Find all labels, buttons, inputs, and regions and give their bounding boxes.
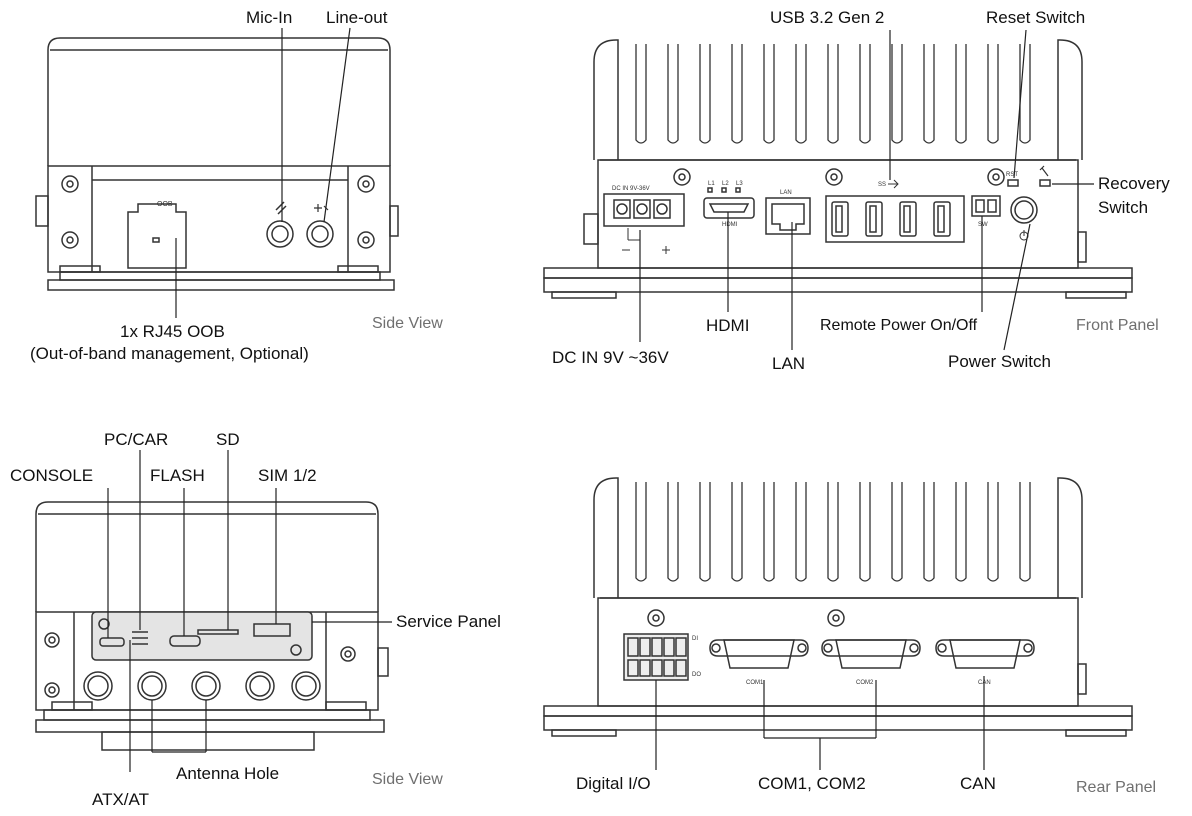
side-view-1-leaders [175,27,351,318]
oob-note-label: (Out-of-band management, Optional) [30,344,309,363]
recovery-switch-label-2: Switch [1098,198,1149,217]
l1-mark: L1 [708,181,715,187]
hdmi-mark: HDMI [722,222,738,228]
front-panel-caption: Front Panel [1076,317,1159,334]
rear-panel-device [543,477,1133,737]
sw-mark: SW [978,222,988,228]
do-mark: DO [692,672,701,678]
atx-at-label: ATX/AT [92,790,149,809]
front-panel-leaders [639,29,1094,351]
rear-panel-marks: COM1 COM2 CAN DI DO [692,636,991,686]
com2-mark: COM2 [856,680,874,686]
service-panel-label: Service Panel [396,612,501,631]
line-out-label: Line-out [326,8,388,27]
remote-power-label: Remote Power On/Off [820,317,978,334]
flash-label: FLASH [150,466,205,485]
reset-switch-label: Reset Switch [986,8,1086,27]
pc-car-label: PC/CAR [104,430,169,449]
console-label: CONSOLE [10,466,94,485]
dc-in-mark: DC IN 9V-36V [612,186,650,192]
usb-label: USB 3.2 Gen 2 [770,8,885,27]
l3-mark: L3 [736,181,743,187]
com1-mark: COM1 [746,680,764,686]
dc-polarity-marks [622,228,670,254]
antenna-hole-label: Antenna Hole [176,764,280,783]
sim-label: SIM 1/2 [258,466,317,485]
usb-icon [888,179,899,189]
front-panel-device [543,39,1133,299]
side-view-2-caption: Side View [372,771,443,788]
com-label: COM1, COM2 [758,774,866,793]
usb-ss-mark: SS [878,182,886,188]
power-switch-label: Power Switch [948,352,1051,371]
hdmi-label: HDMI [706,316,750,335]
rj45-oob-label: 1x RJ45 OOB [120,322,225,341]
lan-mark: LAN [780,190,792,196]
rear-panel-caption: Rear Panel [1076,779,1157,796]
can-label: CAN [960,774,996,793]
front-panel-marks: DC IN 9V-36V HDMI L1 L2 L3 LAN RST SW SS [612,172,1018,228]
wrench-icon [1039,165,1049,177]
di-mark: DI [692,636,698,642]
side-view-2-device [35,501,389,751]
rear-panel-leaders [655,676,985,770]
mic-in-label: Mic-In [246,8,293,27]
dc-in-label: DC IN 9V ~36V [552,348,669,367]
side-view-1-caption: Side View [372,315,443,332]
digital-io-label: Digital I/O [576,774,651,793]
l2-mark: L2 [722,181,729,187]
side-view-1-device [35,37,399,291]
rst-mark: RST [1006,172,1018,178]
side-view-2-leaders [107,450,392,772]
lan-label: LAN [772,354,806,373]
mic-icon [275,201,287,215]
recovery-switch-label-1: Recovery [1098,174,1170,193]
sd-label: SD [216,430,240,449]
oob-port-mark: OOB [157,201,173,208]
